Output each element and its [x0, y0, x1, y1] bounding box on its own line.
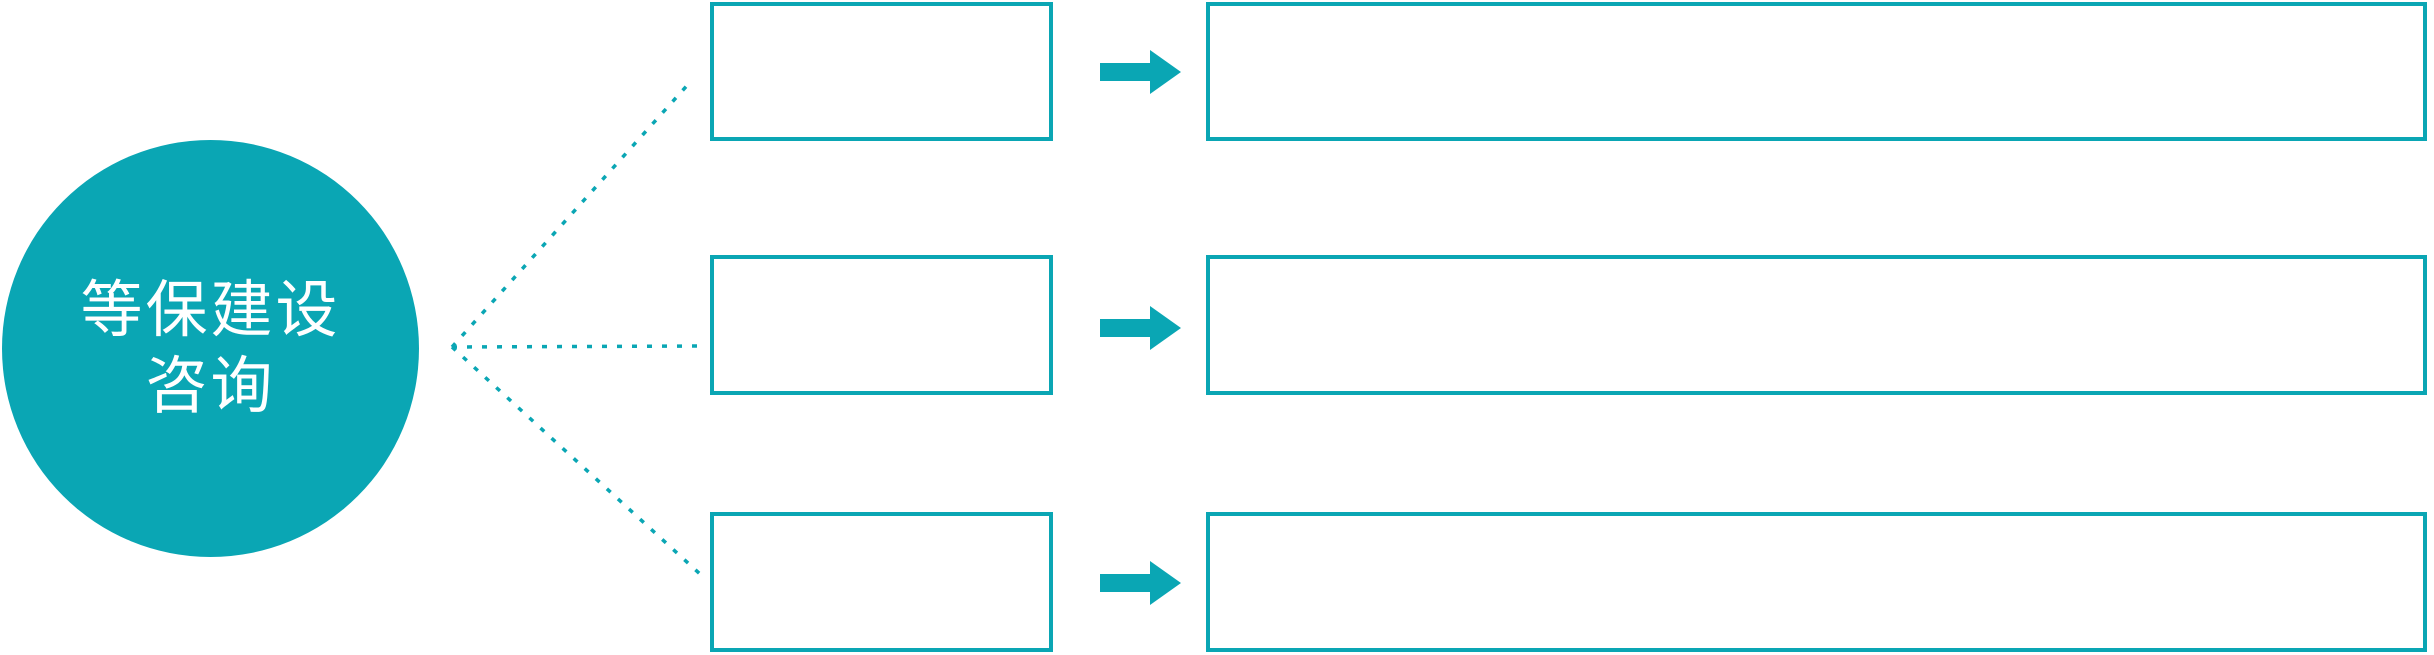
branch-box-3	[710, 512, 1053, 652]
arrow-right-icon	[1100, 306, 1181, 350]
branch-box-1	[710, 2, 1053, 141]
dotted-connector-bottom	[450, 345, 702, 576]
root-node-label-line1: 等保建设	[80, 275, 341, 345]
root-node-circle: 等保建设 咨询	[2, 140, 419, 557]
arrow-right-icon	[1100, 561, 1181, 605]
detail-box-3	[1206, 512, 2427, 652]
dotted-connector-middle	[451, 344, 703, 349]
arrow-right-icon	[1100, 50, 1181, 94]
detail-box-2	[1206, 255, 2427, 395]
dotted-connector-top	[450, 78, 694, 349]
detail-box-1	[1206, 2, 2427, 141]
root-node-label-line2: 咨询	[145, 351, 276, 421]
branch-box-2	[710, 255, 1053, 395]
